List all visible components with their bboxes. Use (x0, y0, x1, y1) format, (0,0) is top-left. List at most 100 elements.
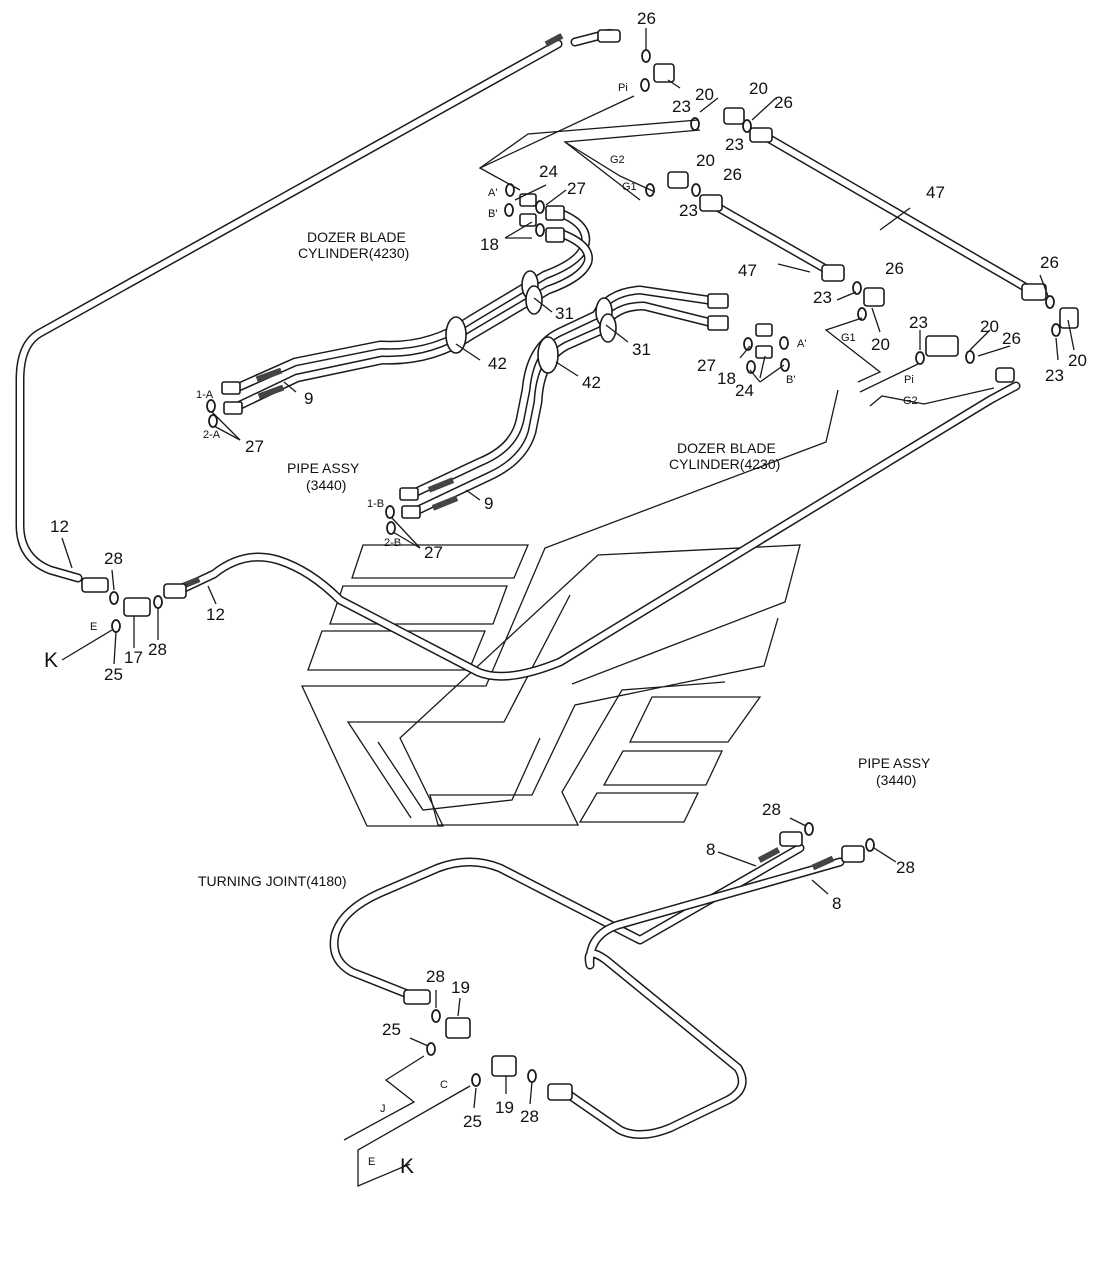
frame-plate-4 (628, 696, 762, 743)
hose-9-left-pair (227, 208, 593, 413)
frame-plate-6 (578, 792, 700, 823)
clamps (445, 270, 617, 374)
hose-8-sleeve-b (811, 855, 835, 871)
fitting-tee-17 (123, 597, 151, 617)
port-label-pi: Pi (904, 374, 914, 386)
part-label-23: 23 (725, 135, 744, 154)
hose-8-sleeve-a (757, 847, 781, 863)
port-label-g2: G2 (903, 395, 918, 407)
part-label-26: 26 (637, 9, 656, 28)
fitting-hose-47-mid-end (699, 194, 723, 212)
port-label-c: C (440, 1079, 448, 1091)
port-label-2b: 2-B (384, 537, 401, 549)
frame-chevron-inner (346, 594, 571, 819)
frame-chevron-mid (429, 617, 779, 826)
part-label-28: 28 (426, 967, 445, 986)
fitting-18-c (755, 323, 773, 337)
fitting-tj-hose-end (403, 989, 431, 1005)
hose-47-right (763, 133, 1035, 295)
part-label-25: 25 (382, 1020, 401, 1039)
frame-chevron-outer (300, 389, 839, 827)
part-label-9: 9 (484, 494, 493, 513)
fitting-hose-47-right-end (1021, 283, 1047, 301)
part-label-12: 12 (50, 517, 69, 536)
dozer-cylinder-left-line1: DOZER BLADE (307, 229, 406, 245)
fitting-9-left-a (221, 381, 241, 395)
fittings (81, 29, 1079, 1101)
fitting-hose-47-end (749, 127, 773, 143)
part-label-31: 31 (555, 304, 574, 323)
part-label-23: 23 (813, 288, 832, 307)
fitting-right-pair-b (707, 315, 729, 331)
part-label-8: 8 (832, 894, 841, 913)
pipe-assy-left-line1: PIPE ASSY (287, 460, 360, 476)
fitting-elbow-19-a (445, 1017, 471, 1039)
port-label-pi: Pi (618, 82, 628, 94)
port-labels: Pi G2 G1 A' B' G1 A' B' Pi G2 1-A 2-A 1-… (44, 82, 918, 1178)
clamp-31-right-b (599, 313, 617, 343)
clamp-31-left-b (525, 285, 543, 315)
fitting-elbow-20-d (863, 287, 885, 307)
oring-28-mid (153, 595, 163, 609)
pipe-assy-left-line2: (3440) (306, 477, 346, 493)
hose-turning-joint-loop (329, 843, 845, 1139)
part-label-27: 27 (567, 179, 586, 198)
part-label-18: 18 (480, 235, 499, 254)
fitting-12-end (81, 577, 109, 593)
part-label-27: 27 (697, 356, 716, 375)
hose-9-sleeve-b (257, 384, 285, 400)
fitting-hose-47-mid-tail (821, 264, 845, 282)
oring-23-f (915, 351, 925, 365)
fitting-9-right-b (401, 505, 421, 519)
part-label-20: 20 (696, 151, 715, 170)
fitting-12-lower-end (163, 583, 187, 599)
part-label-9: 9 (304, 389, 313, 408)
port-label-a-prime: A' (488, 187, 497, 199)
fitting-g2-right (995, 367, 1015, 383)
frame-plate-5 (602, 750, 724, 786)
part-label-20: 20 (980, 317, 999, 336)
frame-outline (300, 389, 839, 827)
part-label-25: 25 (104, 665, 123, 684)
part-label-20: 20 (1068, 351, 1087, 370)
part-label-23: 23 (679, 201, 698, 220)
fitting-elbow-20-top (653, 63, 675, 83)
hose-9-sleeve-c (427, 477, 455, 493)
oring-23-top (640, 78, 650, 92)
oring-28-tj-b (527, 1069, 537, 1083)
fitting-9-left-b (223, 401, 243, 415)
oring-23-e (1051, 323, 1061, 337)
part-label-19: 19 (495, 1098, 514, 1117)
fitting-tj-hose-end-b (547, 1083, 573, 1101)
part-label-19: 19 (451, 978, 470, 997)
oring-24-b (504, 203, 514, 217)
oring-27-a (535, 200, 545, 214)
oring-2a (208, 414, 218, 428)
frame-plate-1 (351, 544, 529, 579)
oring-28-right-a (804, 822, 814, 836)
oring-25-left (111, 619, 121, 633)
port-label-g1: G1 (841, 332, 856, 344)
hose-9-sleeve-d (431, 495, 459, 511)
port-label-g1: G1 (622, 181, 637, 193)
fitting-right-pair-a (707, 293, 729, 309)
leader-lines (61, 28, 1075, 1187)
part-label-47: 47 (738, 261, 757, 280)
part-label-28: 28 (896, 858, 915, 877)
dozer-cylinder-right-line1: DOZER BLADE (677, 440, 776, 456)
hose-12-sleeve (544, 33, 564, 47)
part-label-8: 8 (706, 840, 715, 859)
fitting-top-hose-end (597, 29, 621, 43)
part-label-31: 31 (632, 340, 651, 359)
oring-a-prime-right (779, 336, 789, 350)
part-label-23: 23 (1045, 366, 1064, 385)
pipe-assy-right-line2: (3440) (876, 772, 916, 788)
oring-1b (385, 505, 395, 519)
oring-23-d (857, 307, 867, 321)
port-label-e: E (368, 1156, 375, 1168)
part-label-27: 27 (245, 437, 264, 456)
fitting-27-a (545, 205, 565, 221)
port-label-j: J (380, 1103, 386, 1115)
part-label-12: 12 (206, 605, 225, 624)
clamp-42-left (445, 316, 467, 354)
